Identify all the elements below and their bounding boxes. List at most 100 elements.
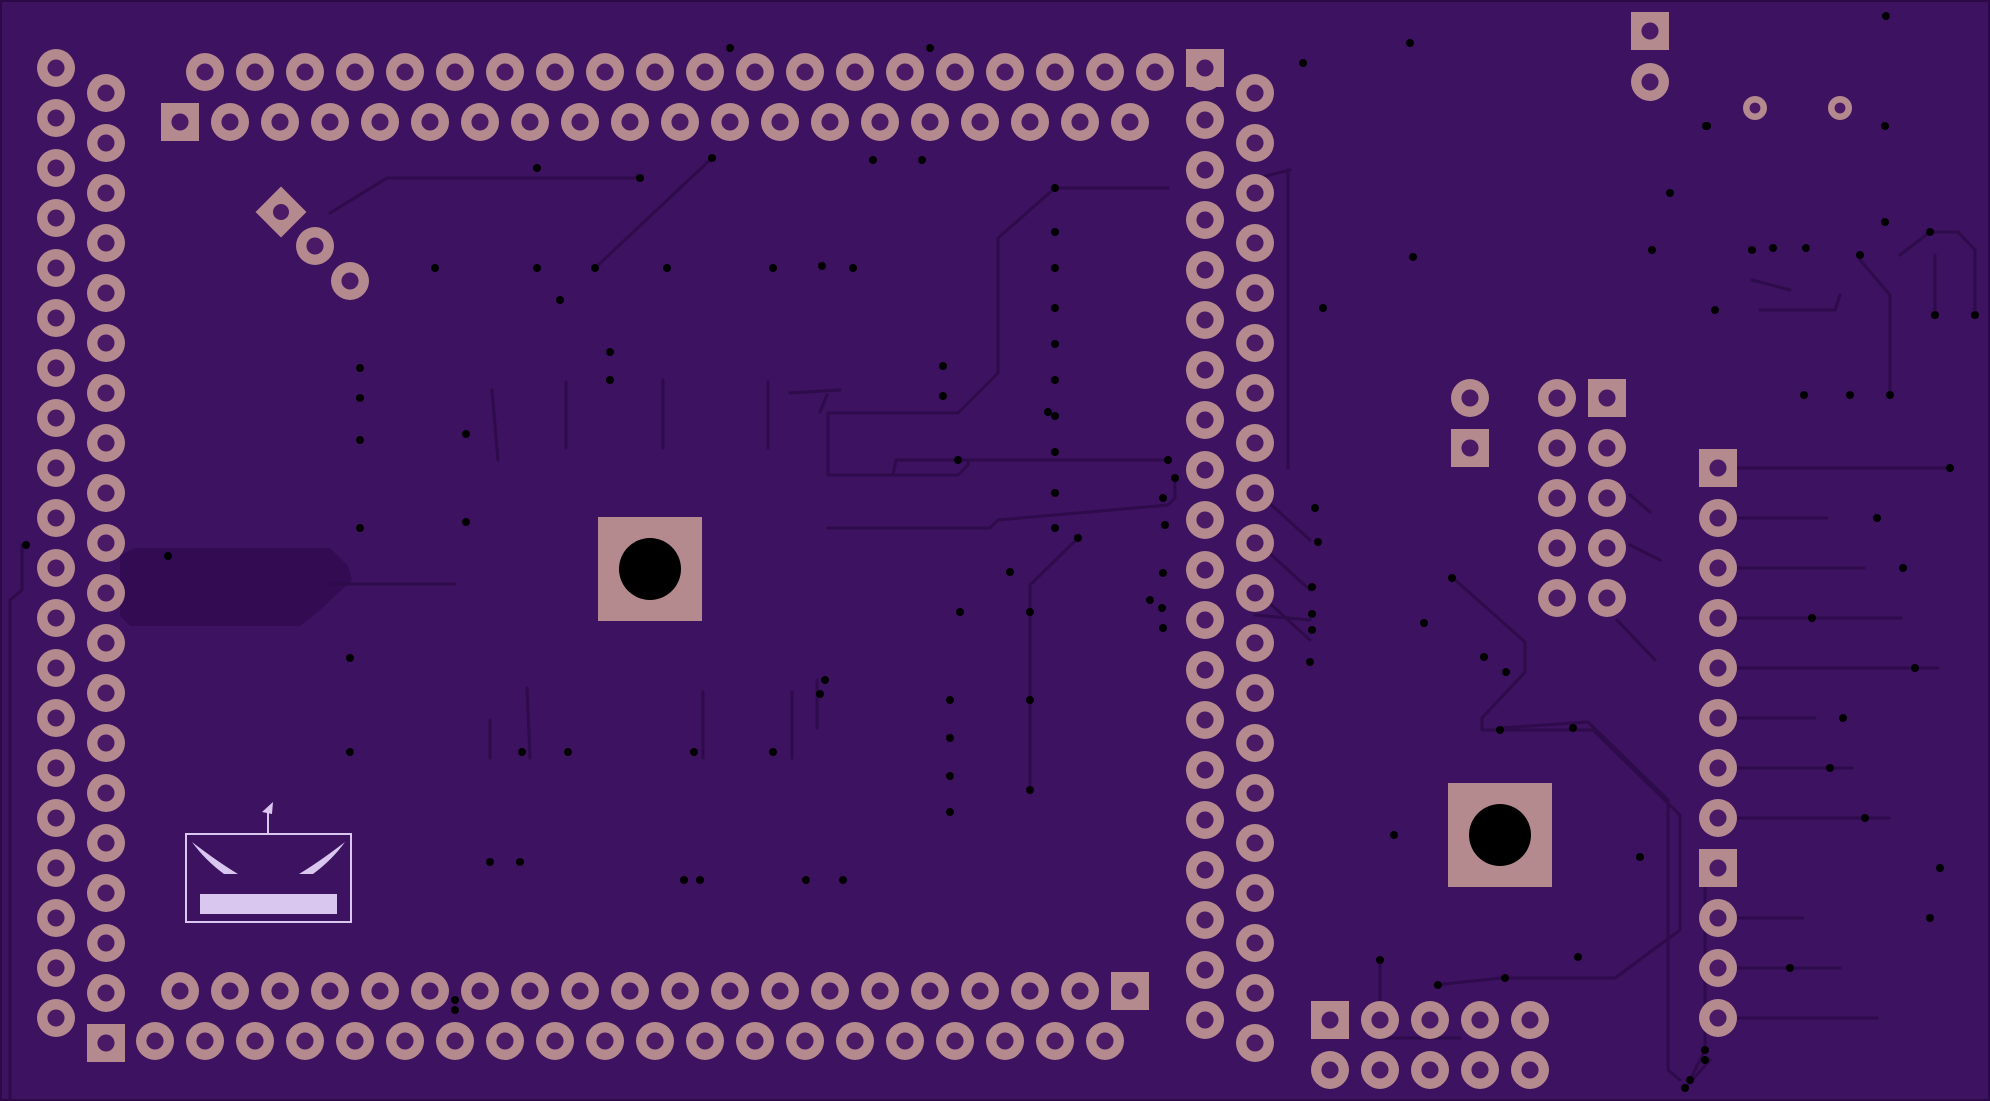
round-pad (37, 749, 75, 787)
pad-hole (1196, 611, 1214, 629)
pad-hole (471, 982, 489, 1000)
pad-hole (1096, 63, 1114, 81)
pad-hole (671, 982, 689, 1000)
via (956, 608, 964, 616)
pad-hole (97, 884, 115, 902)
pad-hole (97, 484, 115, 502)
round-pad (586, 1022, 624, 1060)
via (356, 524, 364, 532)
round-pad (536, 53, 574, 91)
pad-hole (1071, 982, 1089, 1000)
round-pad (1186, 951, 1224, 989)
round-pad (87, 474, 125, 512)
pad-hole (47, 809, 65, 827)
pad-hole (1709, 859, 1727, 877)
pad-hole (1709, 459, 1727, 477)
round-pad (1236, 774, 1274, 812)
round-pad (286, 1022, 324, 1060)
round-pad (886, 1022, 924, 1060)
via (1971, 311, 1979, 319)
round-pad (1311, 1051, 1349, 1089)
pad-hole (696, 63, 714, 81)
pad-hole (1749, 102, 1761, 114)
pad-hole (346, 63, 364, 81)
round-pad (1699, 799, 1737, 837)
round-pad (561, 103, 599, 141)
pad-hole (1196, 811, 1214, 829)
round-pad (1086, 1022, 1124, 1060)
round-pad (811, 103, 849, 141)
via (802, 876, 810, 884)
via (821, 676, 829, 684)
pad-hole (646, 1032, 664, 1050)
round-pad (1538, 529, 1576, 567)
pad-hole (346, 1032, 364, 1050)
pad-hole (396, 1032, 414, 1050)
round-pad (1236, 924, 1274, 962)
pad-hole (1246, 384, 1264, 402)
pad-hole (996, 1032, 1014, 1050)
round-pad (736, 1022, 774, 1060)
round-pad (386, 1022, 424, 1060)
pad-hole (571, 982, 589, 1000)
via (1701, 1056, 1709, 1064)
round-pad (1186, 901, 1224, 939)
pad-hole (971, 982, 989, 1000)
round-pad (411, 103, 449, 141)
round-pad (1236, 274, 1274, 312)
pad-hole (421, 113, 439, 131)
pad-hole (97, 1034, 115, 1052)
pad-hole (971, 113, 989, 131)
via (939, 362, 947, 370)
round-pad (37, 99, 75, 137)
pad-hole (1196, 411, 1214, 429)
round-pad (37, 449, 75, 487)
pad-hole (341, 272, 359, 290)
trace (1253, 613, 1312, 622)
via (1574, 953, 1582, 961)
round-pad (536, 1022, 574, 1060)
via (356, 394, 364, 402)
pad-hole (496, 63, 514, 81)
round-pad (461, 103, 499, 141)
round-pad (511, 103, 549, 141)
pad-hole (1371, 1061, 1389, 1079)
copper-fills (120, 548, 352, 626)
pad-hole (97, 234, 115, 252)
via (839, 876, 847, 884)
via (1159, 569, 1167, 577)
pad-hole (1709, 709, 1727, 727)
round-pad (1186, 1001, 1224, 1039)
round-pad (87, 574, 125, 612)
round-pad (311, 972, 349, 1010)
via (939, 392, 947, 400)
via (1376, 956, 1384, 964)
round-pad (636, 1022, 674, 1060)
via (1051, 184, 1059, 192)
pad-hole (1709, 759, 1727, 777)
pad-hole (47, 859, 65, 877)
via (356, 436, 364, 444)
pad-hole (1709, 609, 1727, 627)
round-pad (37, 849, 75, 887)
round-pad (336, 53, 374, 91)
via (1306, 658, 1314, 666)
round-pad (1136, 53, 1174, 91)
pad-hole (97, 134, 115, 152)
round-pad (1186, 751, 1224, 789)
round-pad (186, 1022, 224, 1060)
round-pad (1186, 801, 1224, 839)
trace (1858, 258, 1892, 397)
round-pad (87, 674, 125, 712)
round-pad (37, 399, 75, 437)
round-pad (1086, 53, 1124, 91)
via (1051, 340, 1059, 348)
pad-hole (1196, 461, 1214, 479)
via (1051, 228, 1059, 236)
via (1026, 786, 1034, 794)
pad-hole (47, 459, 65, 477)
round-pad (911, 103, 949, 141)
via (533, 164, 541, 172)
pad-hole (97, 634, 115, 652)
via (462, 430, 470, 438)
